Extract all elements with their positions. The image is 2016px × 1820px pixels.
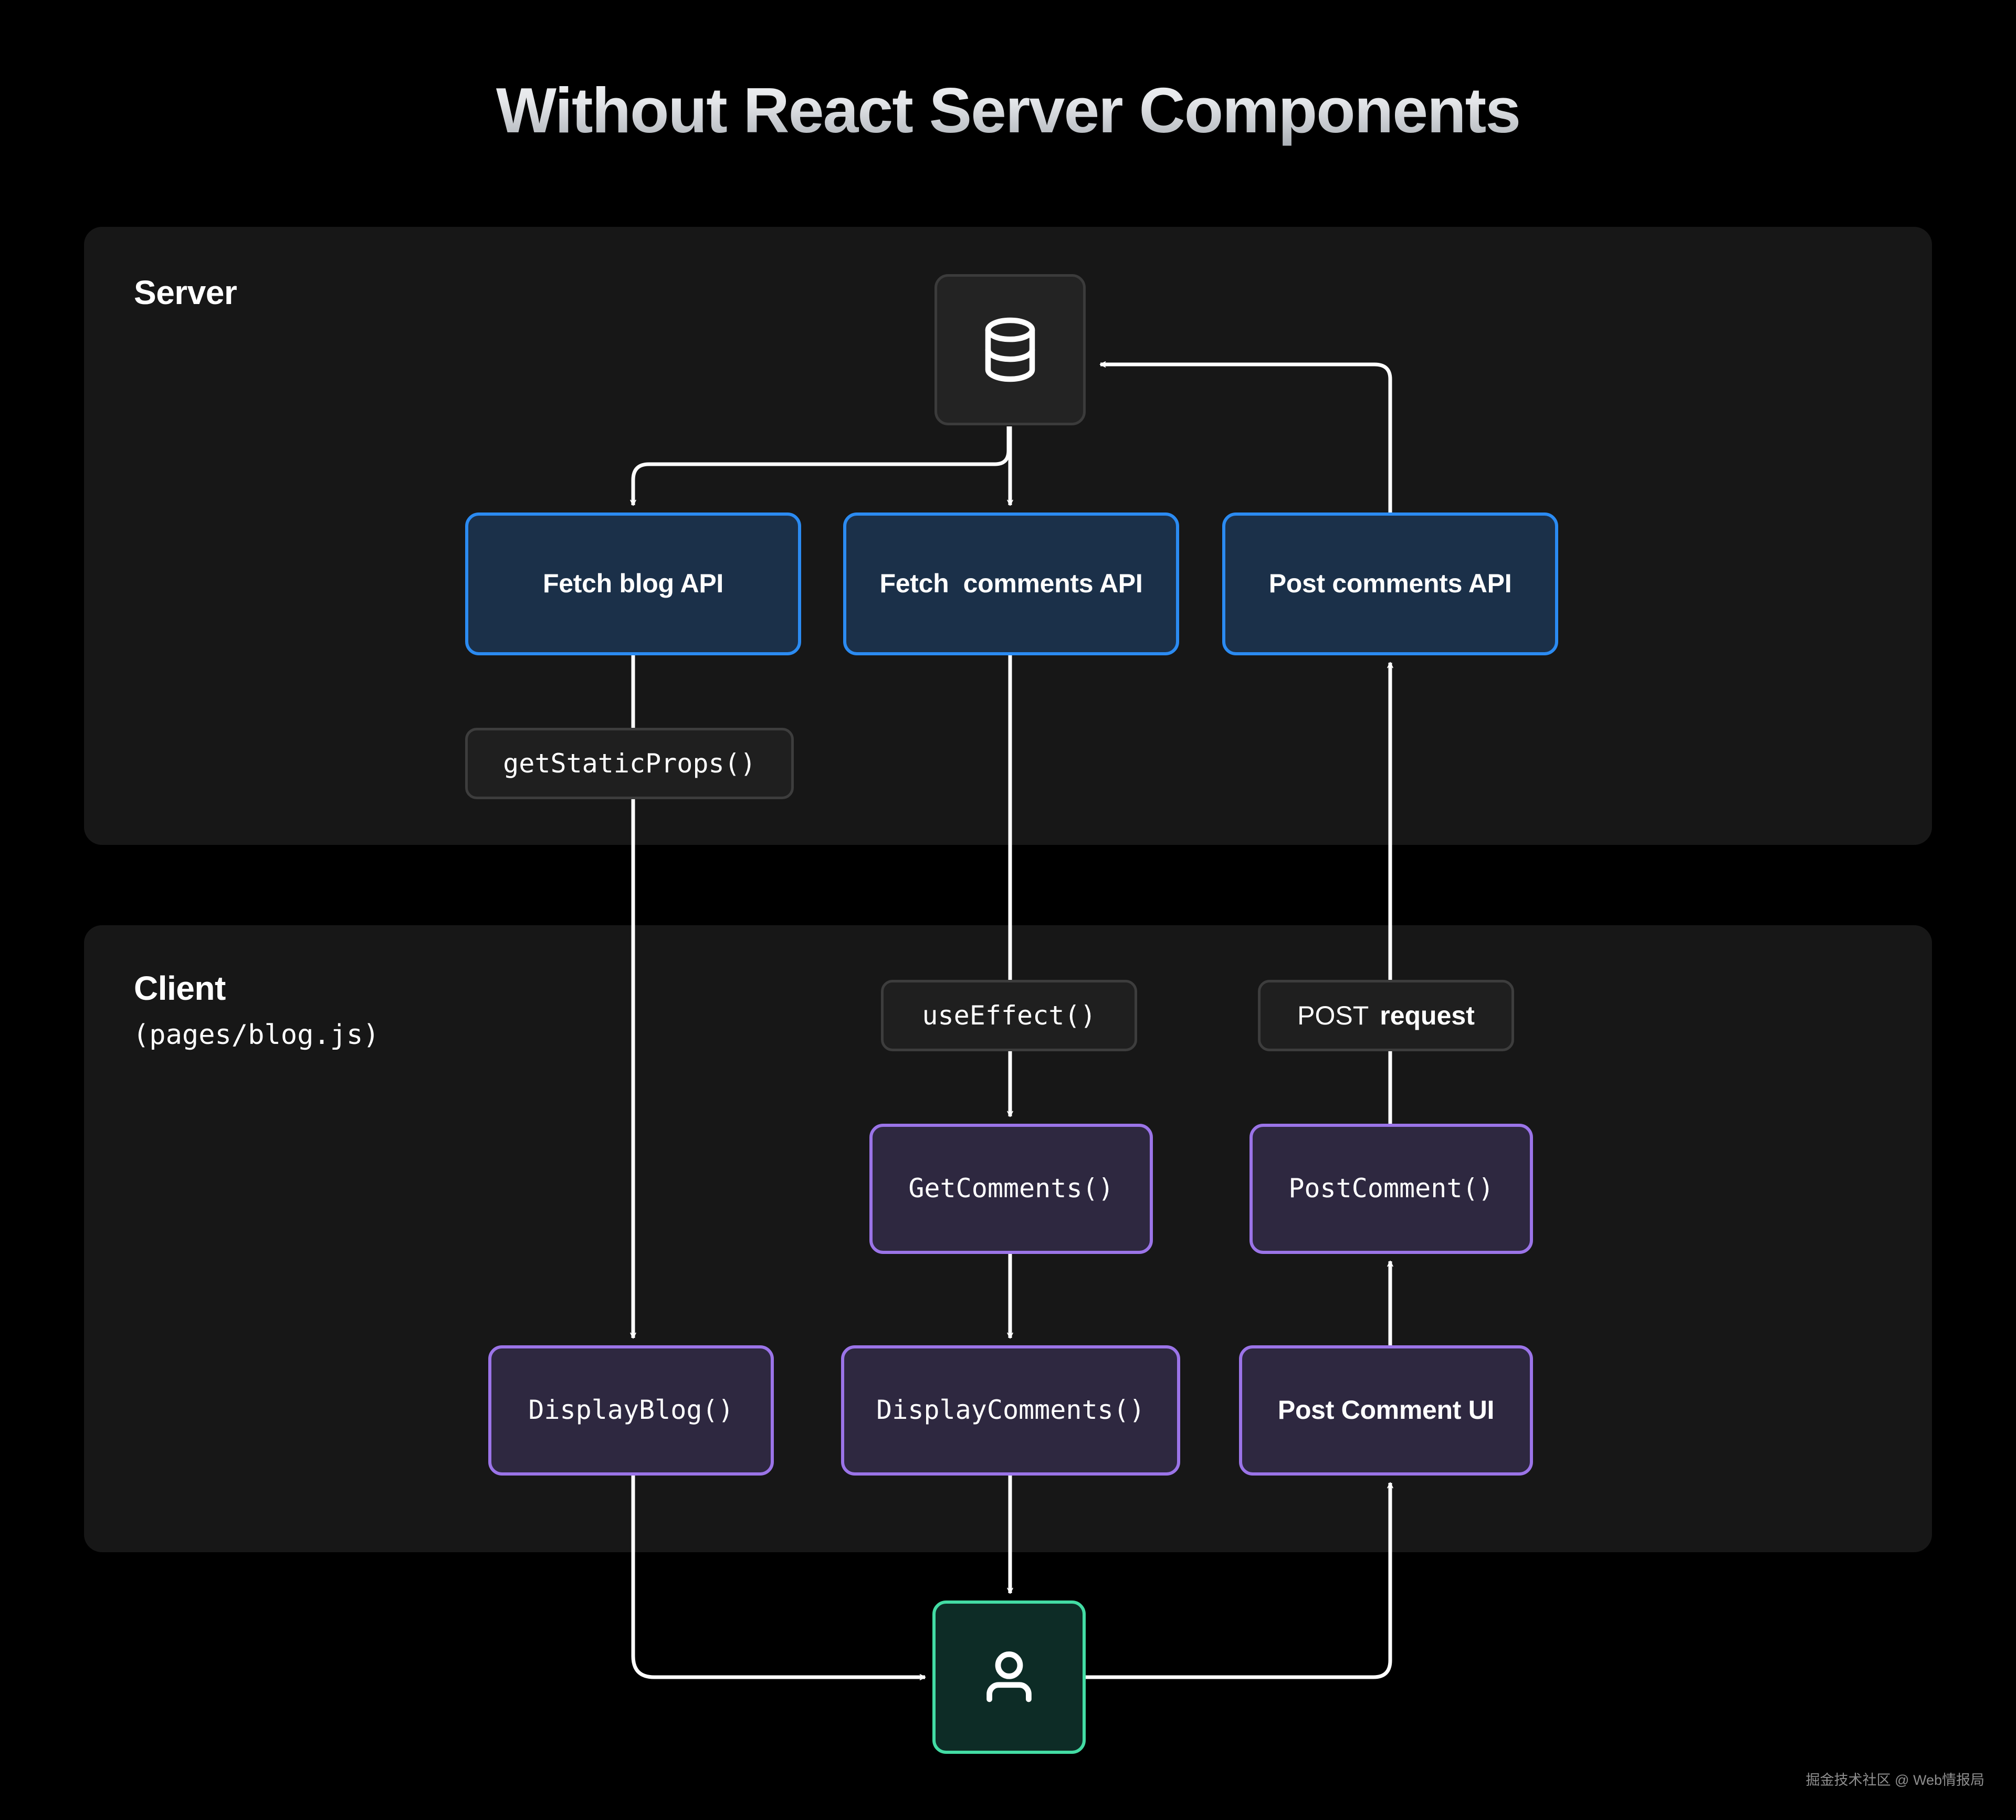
pill-get-static-props[interactable]: getStaticProps()	[465, 728, 794, 799]
page-title: Without React Server Components	[0, 74, 2016, 147]
node-get-comments[interactable]: GetComments()	[869, 1124, 1153, 1254]
node-fetch-comments-api-label: Fetch comments API	[879, 569, 1143, 599]
pill-use-effect-label: useEffect()	[922, 1000, 1096, 1031]
node-fetch-comments-api[interactable]: Fetch comments API	[843, 512, 1179, 655]
node-display-blog[interactable]: DisplayBlog()	[488, 1345, 774, 1476]
pill-get-static-props-label: getStaticProps()	[503, 748, 756, 779]
node-post-comment-ui[interactable]: Post Comment UI	[1239, 1345, 1533, 1476]
database-icon	[985, 317, 1035, 382]
lane-client-title: Client	[134, 969, 226, 1007]
node-display-blog-label: DisplayBlog()	[528, 1395, 734, 1426]
lane-client-subtitle: (pages/blog.js)	[133, 1019, 380, 1051]
node-post-comments-api[interactable]: Post comments API	[1222, 512, 1558, 655]
node-fetch-blog-api-label: Fetch blog API	[543, 569, 723, 599]
node-database[interactable]	[934, 274, 1086, 425]
node-user[interactable]	[932, 1601, 1086, 1754]
node-fetch-blog-api[interactable]: Fetch blog API	[465, 512, 801, 655]
lane-server-title: Server	[134, 274, 237, 311]
watermark: 掘金技术社区 @ Web情报局	[1805, 1772, 1984, 1788]
user-icon	[986, 1651, 1032, 1702]
node-post-comment-label: PostComment()	[1288, 1173, 1494, 1204]
node-get-comments-label: GetComments()	[908, 1173, 1114, 1204]
node-post-comment-ui-label: Post Comment UI	[1277, 1395, 1495, 1425]
pill-use-effect[interactable]: useEffect()	[881, 980, 1137, 1051]
pill-post-request-method: POST	[1297, 1001, 1369, 1030]
node-display-comments-label: DisplayComments()	[876, 1395, 1145, 1426]
node-post-comments-api-label: Post comments API	[1268, 569, 1512, 599]
node-display-comments[interactable]: DisplayComments()	[841, 1345, 1180, 1476]
pill-post-request[interactable]: POST request	[1258, 980, 1514, 1051]
node-post-comment[interactable]: PostComment()	[1250, 1124, 1533, 1254]
pill-post-request-label: request	[1380, 1001, 1475, 1030]
